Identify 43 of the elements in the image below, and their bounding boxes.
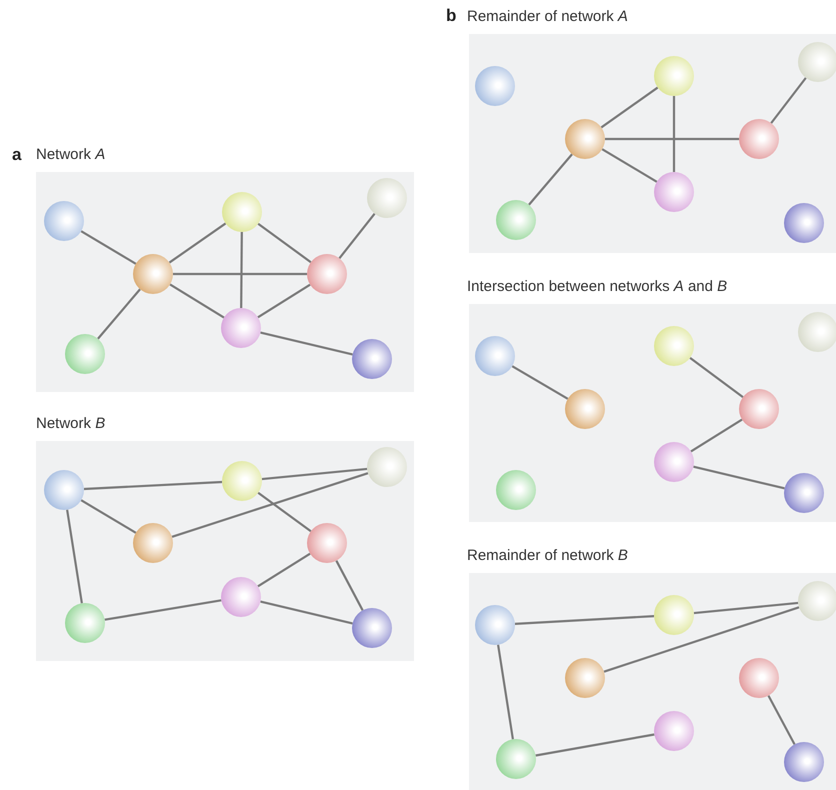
network-edge — [694, 602, 798, 614]
network-edge — [260, 600, 353, 624]
network-edge — [604, 606, 800, 673]
network-edge — [173, 272, 307, 276]
panel-heading: Network A — [36, 146, 106, 163]
network-edge — [512, 365, 568, 400]
panel-letter: b — [446, 6, 456, 26]
network-edge — [172, 472, 368, 538]
network-edge — [104, 599, 222, 621]
network-edge — [767, 695, 796, 745]
network-edge — [258, 222, 312, 264]
network-edge — [84, 480, 222, 490]
network-edge — [693, 466, 785, 490]
network-edge — [260, 332, 353, 356]
network-edge — [690, 418, 743, 452]
network-edge — [672, 96, 676, 172]
network-edge — [514, 615, 654, 625]
panel-letter: a — [12, 145, 22, 165]
network-edge — [169, 284, 225, 318]
network-edge — [600, 86, 658, 128]
network-edge — [605, 138, 739, 140]
network-edge — [689, 357, 744, 398]
network-edge — [80, 230, 136, 265]
network-edge — [168, 222, 226, 264]
network-edge — [338, 213, 376, 259]
network-edge — [335, 560, 364, 611]
panel-heading: Remainder of network A — [467, 8, 628, 25]
panel-heading: Remainder of network B — [467, 547, 628, 564]
network-edge — [536, 733, 654, 757]
network-edge — [258, 492, 312, 532]
network-edge — [262, 468, 368, 480]
network-edge — [257, 552, 311, 588]
panel-heading: Intersection between networks A and B — [467, 278, 728, 295]
network-edge — [240, 232, 243, 308]
network-edge — [257, 284, 311, 318]
network-edge — [66, 510, 83, 604]
network-edge — [497, 644, 514, 740]
network-edge — [97, 288, 141, 340]
network-edge — [770, 77, 807, 124]
network-edge — [80, 499, 136, 534]
network-edge — [602, 148, 658, 183]
network-edge — [528, 154, 573, 206]
panel-heading: Network B — [36, 415, 106, 432]
